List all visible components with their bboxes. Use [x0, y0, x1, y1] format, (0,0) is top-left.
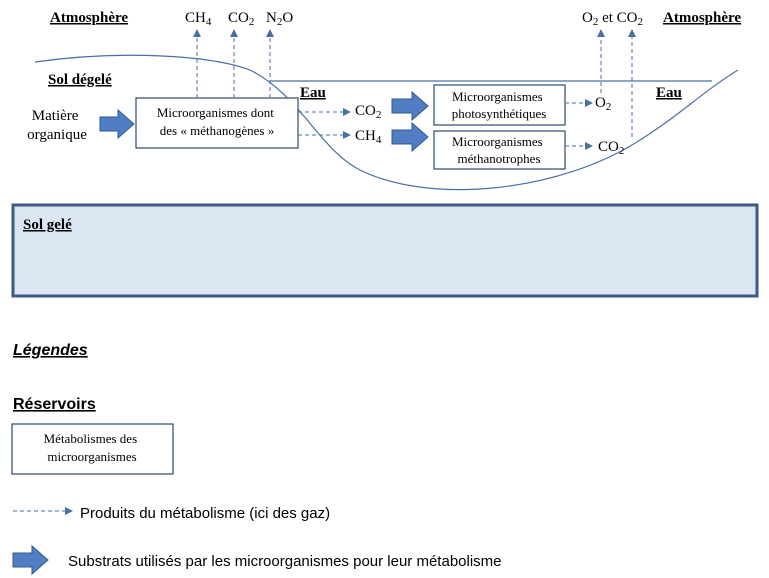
svg-text:N2O: N2O	[266, 10, 293, 28]
box-methanogenes-text: Microorganismes dont des « méthanogènes …	[157, 105, 277, 138]
substrate-arrow-ch4	[391, 121, 429, 153]
sol-gele-box	[11, 203, 759, 298]
legend-reservoirs: Réservoirs	[13, 396, 96, 413]
legend-thick-arrow	[12, 544, 49, 576]
substrate-arrow-matiere	[99, 108, 135, 140]
gas-n2o-top: N2O	[266, 10, 293, 28]
ground-surface-line	[34, 54, 739, 191]
gas-o2-co2-top-right: O2 et CO2	[582, 10, 643, 28]
mid-co2-label: CO2	[355, 103, 381, 121]
out-co2-label: CO2	[598, 139, 624, 157]
eau-left-label: Eau	[300, 85, 326, 101]
matiere-organique-label: Matière organique	[27, 108, 87, 143]
legend-thick-label: Substrats utilisés par les microorganism…	[68, 553, 502, 570]
svg-text:CO2: CO2	[598, 139, 624, 157]
gas-ch4-top: CH4	[185, 10, 212, 28]
sol-gele-label: Sol gelé	[23, 217, 72, 233]
box-photosynthetiques-text: Microorganismes photosynthétiques	[452, 89, 547, 121]
box-methanotrophes	[433, 130, 566, 170]
atmosphere-right-title: Atmosphère	[663, 10, 741, 26]
box-methanogenes	[135, 97, 299, 149]
box-photosynthetiques	[433, 84, 566, 126]
legend-box-text: Métabolismes des microorganismes	[44, 431, 141, 464]
atmosphere-left-title: Atmosphère	[50, 10, 128, 26]
gas-co2-top: CO2	[228, 10, 254, 28]
svg-text:CH4: CH4	[185, 10, 212, 28]
sol-degele-label: Sol dégelé	[48, 72, 112, 88]
legend-title: Légendes	[13, 342, 88, 359]
legend-box	[11, 423, 174, 475]
out-o2-label: O2	[595, 95, 611, 113]
mid-ch4-label: CH4	[355, 128, 382, 146]
eau-right-label: Eau	[656, 85, 682, 101]
svg-text:CO2: CO2	[355, 103, 381, 121]
svg-text:O2: O2	[595, 95, 611, 113]
legend-dashed-label: Produits du métabolisme (ici des gaz)	[80, 505, 330, 522]
svg-text:O2 et CO2: O2 et CO2	[582, 10, 643, 28]
box-methanotrophes-text: Microorganismes méthanotrophes	[452, 134, 546, 166]
substrate-arrow-co2	[391, 90, 429, 122]
svg-text:CH4: CH4	[355, 128, 382, 146]
svg-text:CO2: CO2	[228, 10, 254, 28]
